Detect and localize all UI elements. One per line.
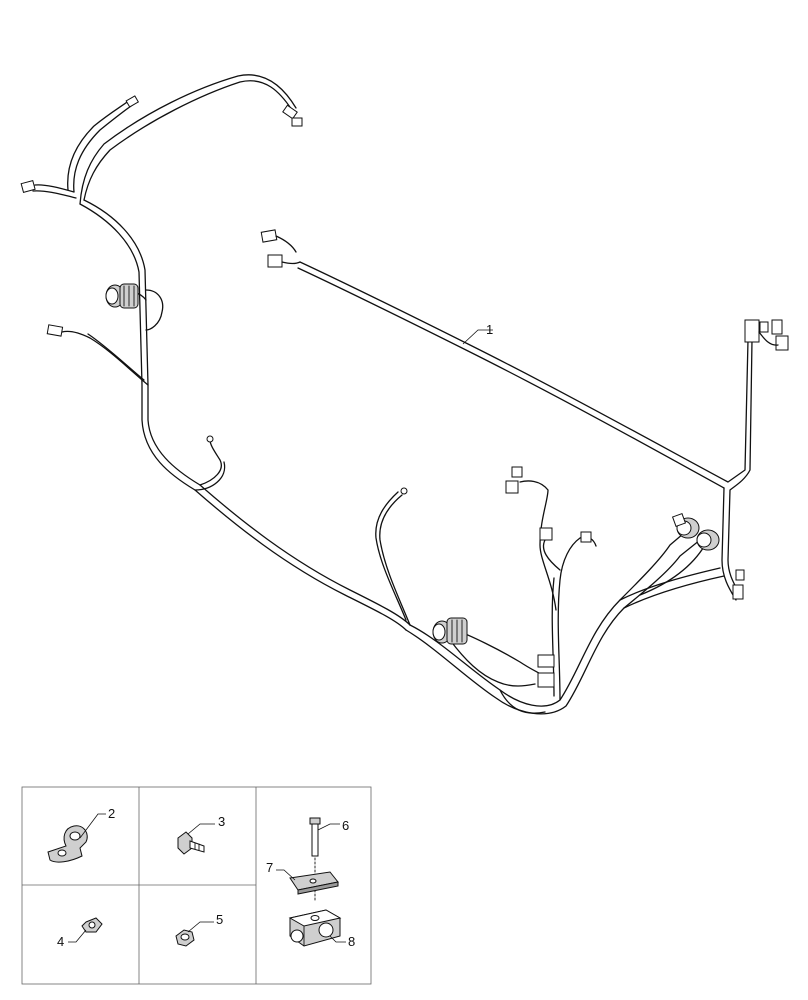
round-connector-center (432, 617, 468, 645)
terminals (206, 435, 408, 495)
nut-part[interactable]: 5 (175, 912, 223, 947)
callout-label: 1 (486, 322, 493, 337)
connector-top-left (20, 95, 303, 337)
connectors-center-right (505, 466, 592, 688)
parts-grid (21, 786, 372, 985)
bolt-part[interactable]: 3 (177, 814, 225, 855)
callout-1: 1 (462, 322, 493, 345)
callout-6: 6 (342, 818, 349, 833)
callout-7: 7 (266, 860, 273, 875)
p-clip-part[interactable]: 2 (47, 806, 115, 863)
callout-4: 4 (57, 934, 64, 949)
connector-right-top (744, 319, 789, 351)
callout-5: 5 (216, 912, 223, 927)
cover-plate-part[interactable]: 7 (266, 860, 339, 895)
clamp-block-part[interactable]: 8 (288, 909, 355, 949)
callout-2: 2 (108, 806, 115, 821)
wiring-harness[interactable] (20, 74, 789, 715)
callout-3: 3 (218, 814, 225, 829)
round-connector-left (105, 283, 139, 309)
connector-upper-middle (260, 229, 301, 268)
callout-8: 8 (348, 934, 355, 949)
round-connectors-right (671, 512, 745, 600)
washer-part[interactable]: 4 (57, 917, 103, 949)
